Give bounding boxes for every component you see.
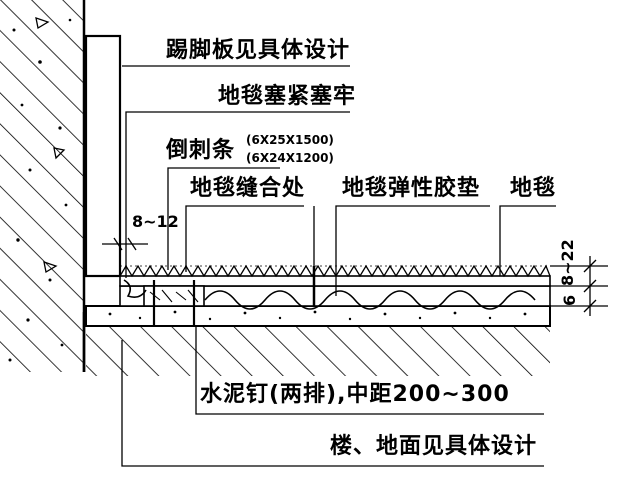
carpet-seam-label: 地毯缝合处 — [190, 176, 306, 201]
carpet-label: 地毯 — [510, 176, 557, 201]
gripper-strip-label: 倒刺条 — [166, 138, 236, 163]
underlay-label: 地毯弹性胶垫 — [342, 176, 481, 201]
underlay-thickness-text: 6 — [560, 294, 579, 306]
carpet-tuck-label: 地毯塞紧塞牢 — [218, 84, 357, 109]
cement-nails — [152, 280, 196, 326]
carpet-underlay — [119, 285, 551, 310]
gap-dimension — [102, 237, 148, 251]
skirting-label: 踢脚板见具体设计 — [166, 38, 351, 63]
cement-nails-label: 水泥钉(两排),中距200~300 — [200, 382, 510, 407]
thickness-dimensions — [550, 256, 608, 316]
leader-lines — [121, 65, 556, 467]
gripper-size-2-label: (6X24X1200) — [246, 151, 334, 165]
wall — [0, 0, 86, 372]
gap-dimension-text: 8~12 — [132, 212, 179, 231]
carpet-thickness-text: 8~22 — [558, 239, 577, 286]
gripper-size-1-label: (6X25X1500) — [246, 133, 334, 147]
floor-label: 楼、地面见具体设计 — [330, 434, 538, 459]
cement-screed — [85, 305, 551, 327]
skirting-board — [84, 34, 122, 278]
